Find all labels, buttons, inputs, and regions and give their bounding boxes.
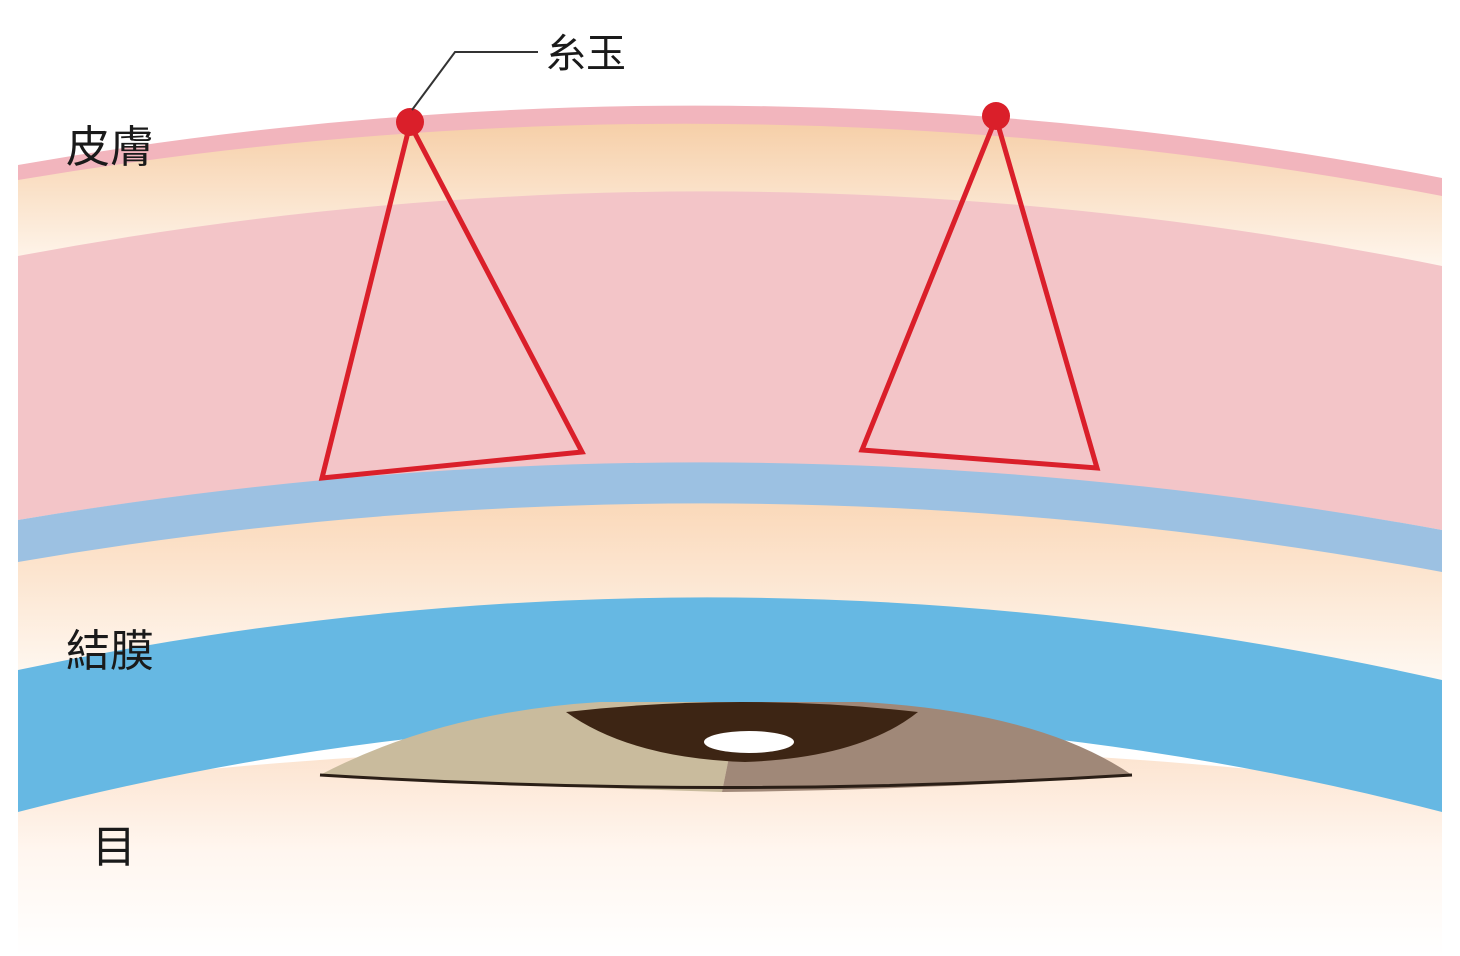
thin-membrane-layer <box>18 462 1442 572</box>
eye-region <box>18 745 1442 956</box>
suture-loop-right <box>858 110 1101 471</box>
suture-knot-right <box>982 102 1010 130</box>
eye-label: 目 <box>92 822 136 873</box>
knot-leader-line <box>411 51 538 111</box>
conjunctiva-label: 結膜 <box>66 626 154 677</box>
skin-label: 皮膚 <box>66 122 154 173</box>
skin-surface-layer <box>18 105 1442 200</box>
subcutaneous-band <box>18 490 1442 690</box>
suture-knot-left <box>396 108 424 136</box>
suture-knot-label: 糸玉 <box>546 31 626 77</box>
eyelid-line <box>319 773 1133 789</box>
suture-loop-left <box>318 117 586 481</box>
pupil-highlight <box>704 731 794 753</box>
